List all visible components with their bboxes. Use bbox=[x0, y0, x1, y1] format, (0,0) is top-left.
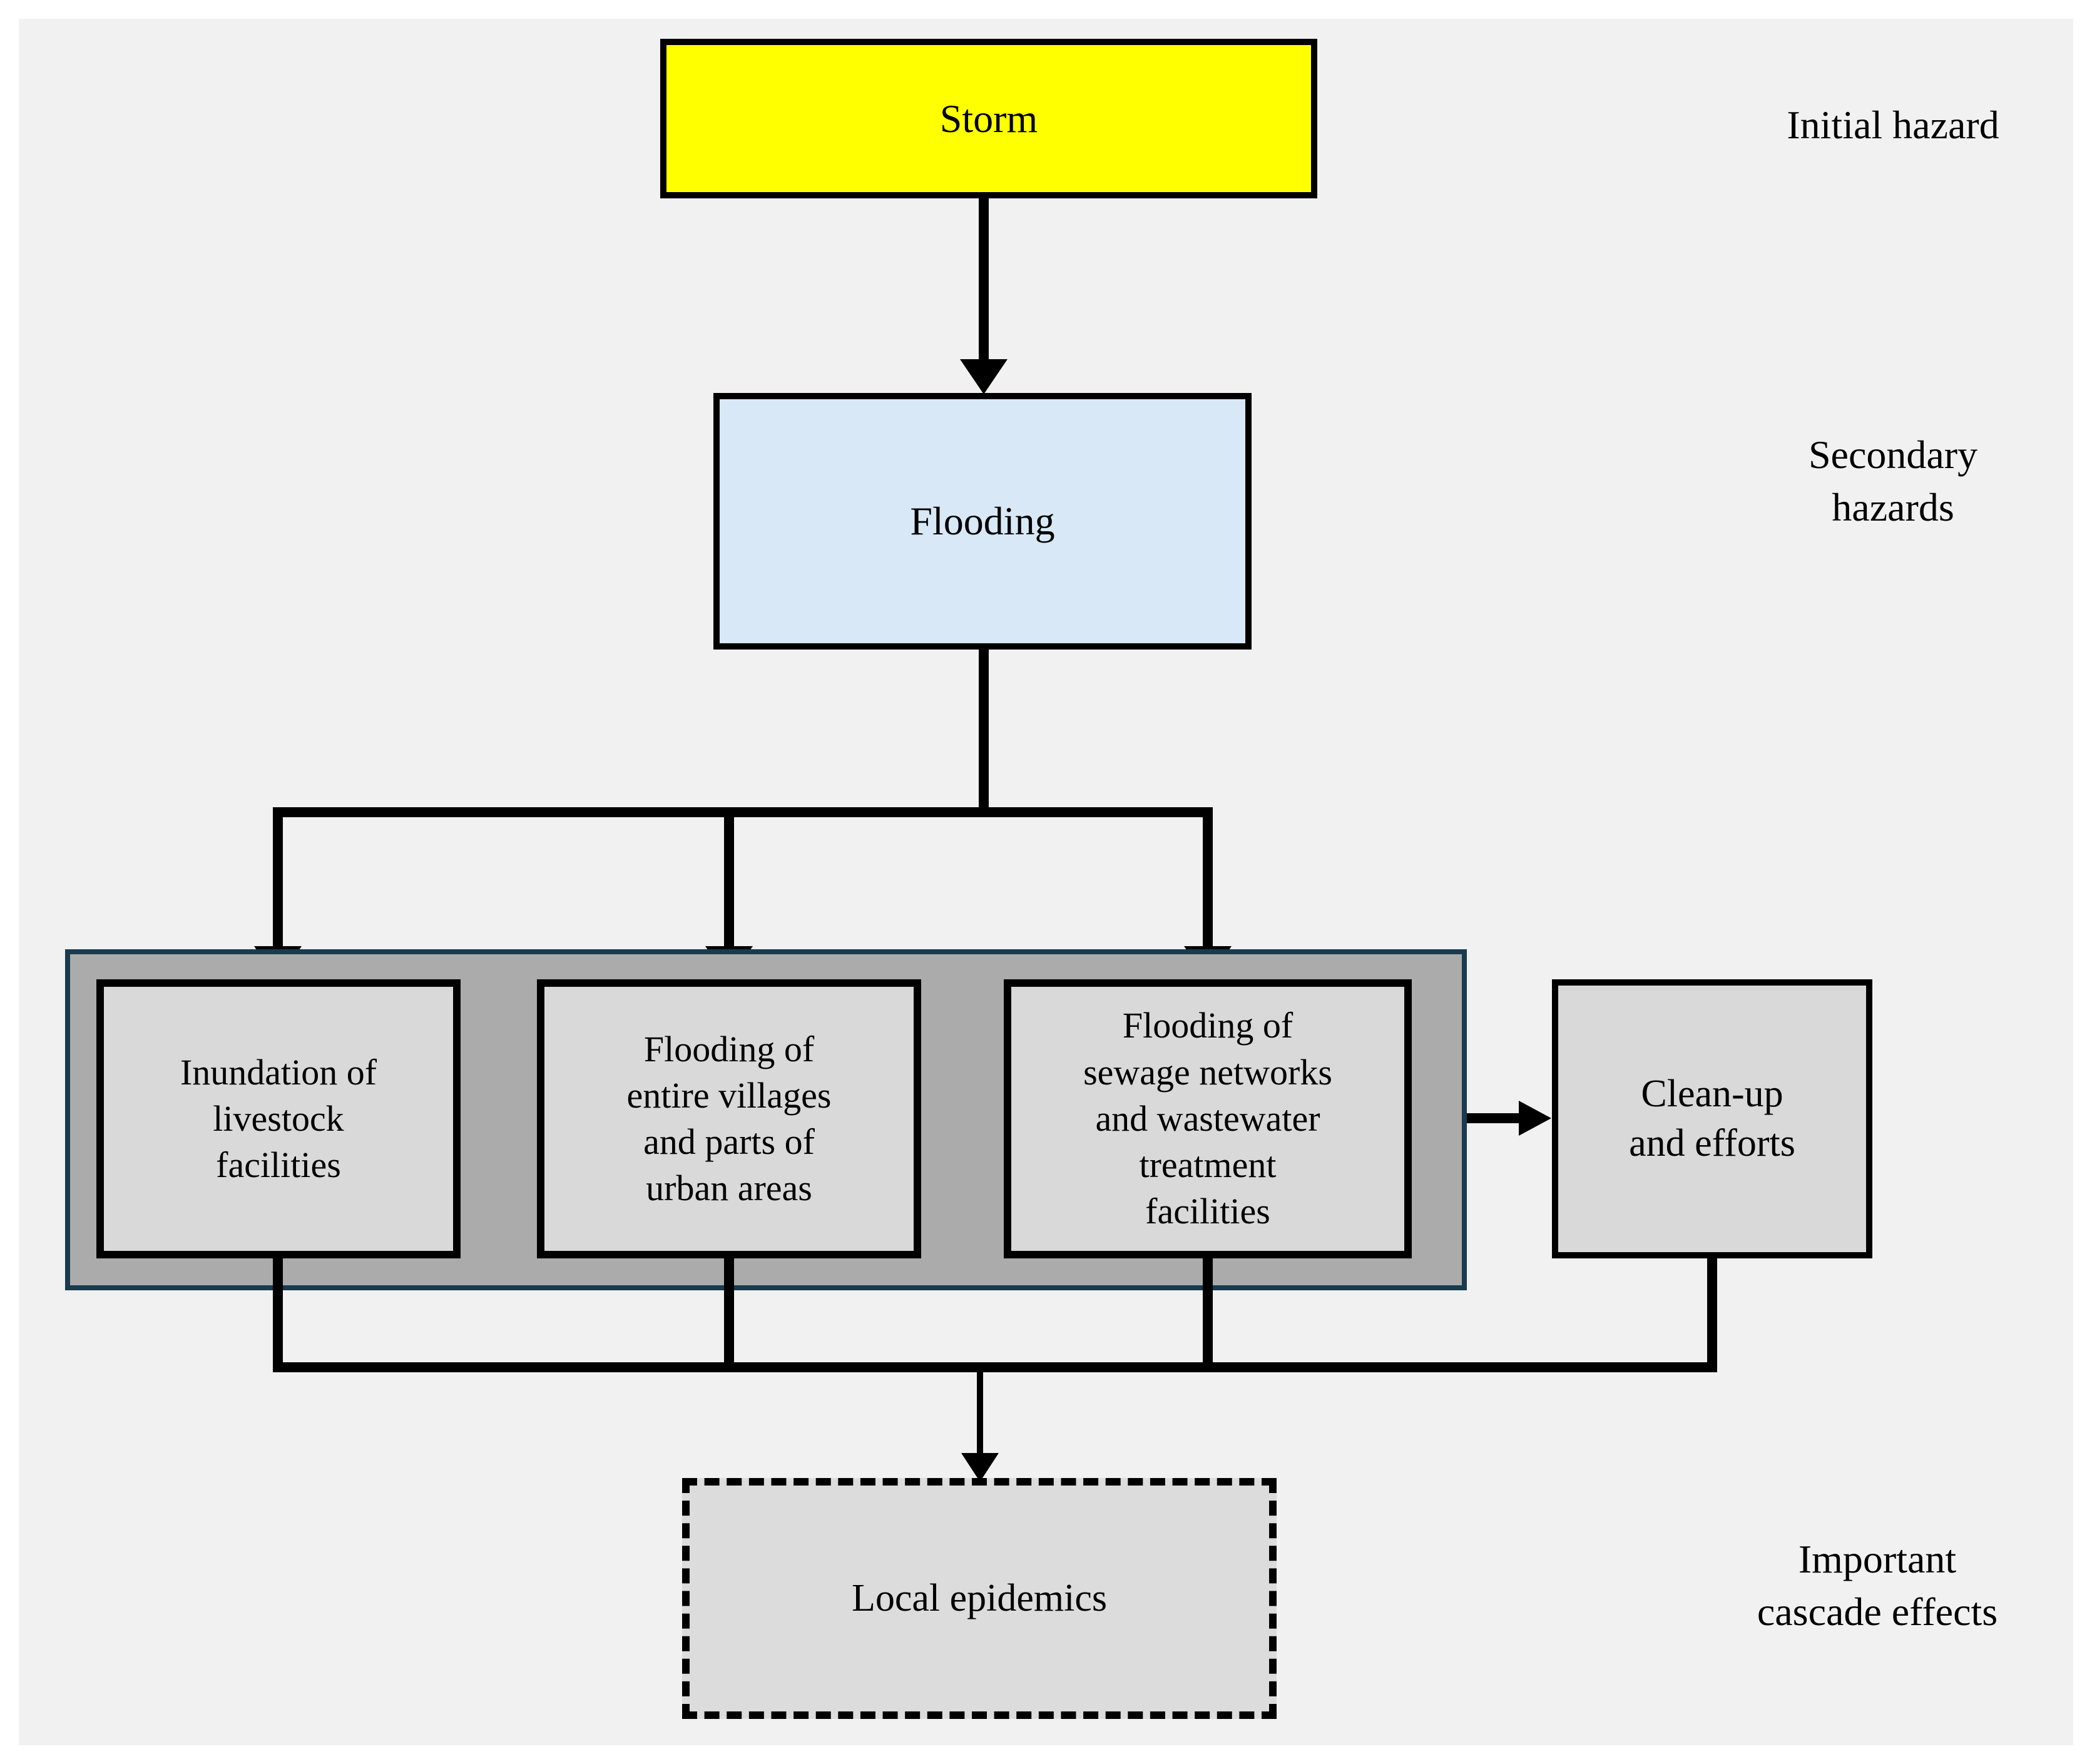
inundation-livestock-label: Inundation of livestock facilities bbox=[180, 1051, 377, 1186]
inundation-livestock-box: Inundation of livestock facilities bbox=[96, 979, 461, 1258]
flooding-villages-box: Flooding of entire villages and parts of… bbox=[537, 979, 921, 1258]
branch-left-line bbox=[273, 807, 283, 949]
flooding-label: Flooding bbox=[910, 499, 1055, 544]
storm-box: Storm bbox=[660, 39, 1317, 198]
cleanup-down-line bbox=[1707, 1255, 1717, 1372]
container-to-cleanup-arrowhead-icon bbox=[1519, 1101, 1551, 1136]
collector-to-epidemics-arrowhead-icon bbox=[961, 1453, 999, 1482]
storm-label: Storm bbox=[939, 96, 1038, 141]
cascade-effects-label: Important cascade effects bbox=[1757, 1537, 1998, 1634]
local-epidemics-box: Local epidemics bbox=[682, 1478, 1277, 1719]
flooding-villages-label: Flooding of entire villages and parts of… bbox=[626, 1028, 832, 1209]
inundation-down-line bbox=[273, 1255, 283, 1372]
diagram-background-panel bbox=[19, 19, 2073, 1745]
local-epidemics-label: Local epidemics bbox=[852, 1576, 1107, 1619]
sewage-down-line bbox=[1203, 1255, 1213, 1372]
secondary-hazards-label: Secondary hazards bbox=[1808, 432, 1978, 530]
container-to-cleanup-line bbox=[1467, 1113, 1520, 1123]
distributor-line bbox=[273, 807, 1213, 817]
cleanup-label: Clean-up and efforts bbox=[1629, 1072, 1795, 1165]
flooding-sewage-label: Flooding of sewage networks and wastewat… bbox=[1083, 1005, 1332, 1232]
cleanup-box: Clean-up and efforts bbox=[1552, 979, 1872, 1258]
branch-right-line bbox=[1203, 807, 1213, 949]
flooding-sewage-box: Flooding of sewage networks and wastewat… bbox=[1004, 979, 1412, 1258]
storm-to-flooding-arrowhead-icon bbox=[960, 359, 1008, 394]
branch-middle-line bbox=[724, 807, 734, 949]
collector-line bbox=[273, 1362, 1717, 1372]
villages-down-line bbox=[724, 1255, 734, 1372]
flooding-to-distributor-line bbox=[979, 646, 989, 812]
initial-hazard-label: Initial hazard bbox=[1787, 103, 1999, 147]
storm-to-flooding-line bbox=[979, 195, 989, 359]
flooding-box: Flooding bbox=[713, 393, 1252, 650]
collector-to-epidemics-line bbox=[977, 1372, 983, 1455]
